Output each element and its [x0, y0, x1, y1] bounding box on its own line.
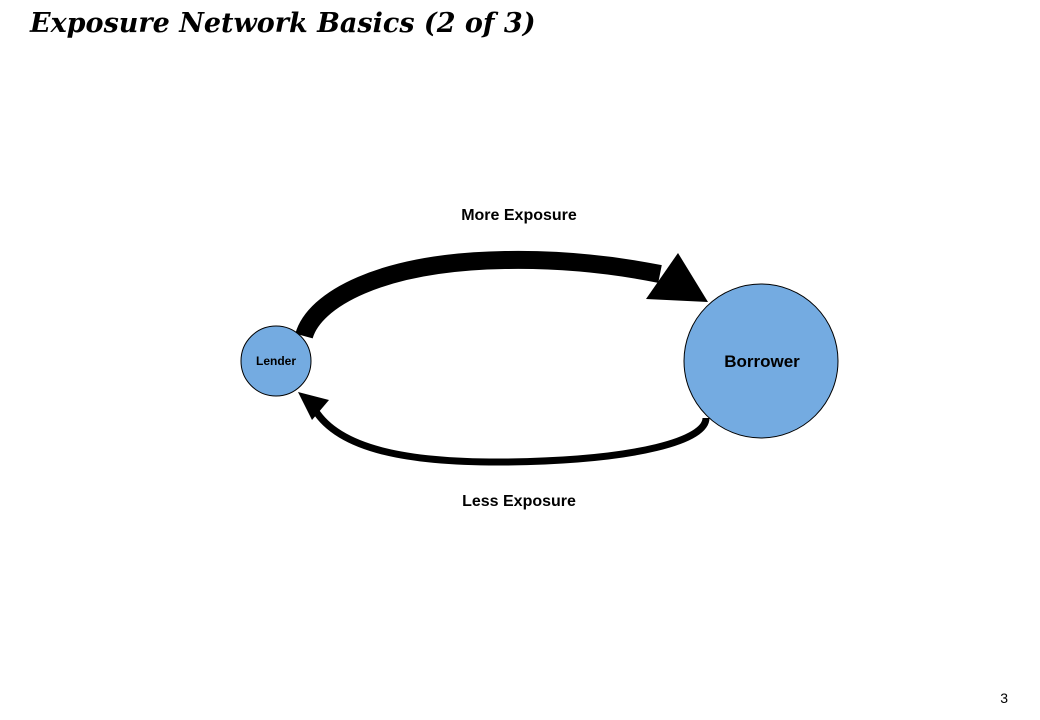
more-exposure-label: More Exposure	[461, 207, 577, 224]
page-title: Exposure Network Basics (2 of 3)	[30, 8, 536, 39]
borrower-label: Borrower	[724, 352, 800, 371]
less-exposure-arrow-shaft	[312, 408, 710, 466]
more-exposure-arrow-head	[646, 253, 708, 302]
lender-node	[240, 325, 312, 397]
more-exposure-arrow-shaft	[295, 250, 662, 340]
borrower-node	[683, 283, 839, 439]
page-number: 3	[1000, 690, 1008, 706]
lender-label: Lender	[256, 354, 296, 368]
less-exposure-arrow-head	[298, 392, 329, 420]
less-exposure-label: Less Exposure	[462, 493, 576, 510]
